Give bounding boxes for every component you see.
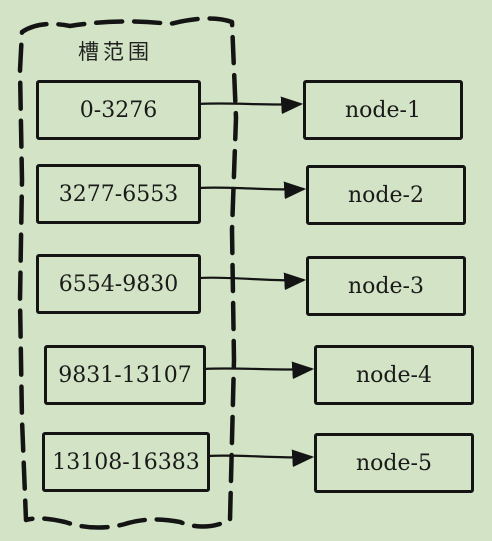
slot-range-box: 3277-6553 [36, 164, 201, 224]
slot-range-label: 6554-9830 [58, 271, 179, 297]
node-label: node-3 [348, 273, 424, 299]
node-label: node-5 [356, 450, 432, 476]
connector-arrow [198, 272, 307, 291]
node-box: node-1 [303, 80, 463, 140]
slot-range-box: 6554-9830 [36, 254, 201, 314]
slot-range-box: 9831-13107 [44, 345, 206, 405]
slot-range-title: 槽范围 [78, 40, 153, 64]
node-box: node-3 [306, 256, 466, 316]
slot-range-group-outline [17, 16, 239, 530]
node-label: node-2 [348, 182, 424, 208]
arrows-layer [198, 96, 315, 468]
connector-arrow [207, 449, 315, 468]
slot-range-label: 0-3276 [79, 97, 158, 123]
slot-range-label: 3277-6553 [58, 181, 179, 207]
connector-arrow [198, 96, 304, 115]
slot-range-label: 9831-13107 [58, 362, 192, 388]
slot-range-box: 0-3276 [36, 80, 201, 140]
node-box: node-5 [314, 433, 474, 493]
connector-arrow [198, 181, 307, 200]
node-box: node-4 [314, 345, 474, 405]
slot-range-box: 13108-16383 [42, 432, 210, 492]
node-box: node-2 [306, 165, 466, 225]
node-label: node-1 [345, 97, 421, 123]
slot-range-label: 13108-16383 [52, 449, 200, 475]
node-label: node-4 [356, 362, 432, 388]
connector-arrow [203, 361, 315, 380]
